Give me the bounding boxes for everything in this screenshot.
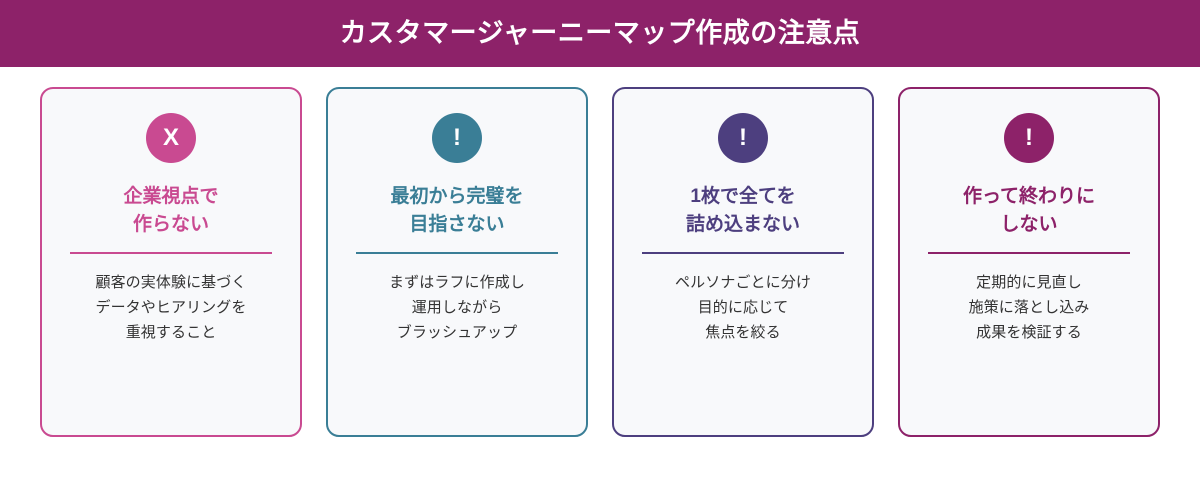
cards-row: X 企業視点で 作らない 顧客の実体験に基づく データやヒアリングを 重視するこ… bbox=[40, 87, 1160, 437]
card-title: 最初から完璧を 目指さない bbox=[390, 186, 524, 235]
exclamation-icon: ! bbox=[718, 113, 768, 163]
card-title: 1枚で全てを 詰め込まない bbox=[685, 186, 800, 235]
card-icon-glyph: ! bbox=[739, 124, 747, 151]
card-body: 定期的に見直し 施策に落とし込み 成果を検証する bbox=[968, 274, 1090, 341]
card-icon-glyph: ! bbox=[453, 124, 461, 151]
card-body: ペルソナごとに分け 目的に応じて 焦点を絞る bbox=[675, 274, 811, 341]
card-body: 顧客の実体験に基づく データやヒアリングを 重視すること bbox=[95, 274, 247, 341]
card-divider bbox=[356, 252, 558, 255]
card-divider bbox=[642, 252, 844, 255]
card-2: ! 最初から完璧を 目指さない まずはラフに作成し 運用しながら ブラッシュアッ… bbox=[326, 87, 588, 437]
card-divider bbox=[928, 252, 1130, 255]
card-3: ! 1枚で全てを 詰め込まない ペルソナごとに分け 目的に応じて 焦点を絞る bbox=[612, 87, 874, 437]
cross-icon: X bbox=[146, 113, 196, 163]
card-icon-glyph: X bbox=[162, 124, 179, 151]
card-divider bbox=[70, 252, 272, 255]
page-title: カスタマージャーニーマップ作成の注意点 bbox=[339, 18, 861, 48]
header-band: カスタマージャーニーマップ作成の注意点 bbox=[0, 0, 1200, 67]
exclamation-icon: ! bbox=[432, 113, 482, 163]
card-title: 企業視点で 作らない bbox=[123, 186, 219, 235]
card-4: ! 作って終わりに しない 定期的に見直し 施策に落とし込み 成果を検証する bbox=[898, 87, 1160, 437]
exclamation-icon: ! bbox=[1004, 113, 1054, 163]
card-title: 作って終わりに しない bbox=[962, 186, 1096, 235]
card-icon-glyph: ! bbox=[1025, 124, 1033, 151]
card-1: X 企業視点で 作らない 顧客の実体験に基づく データやヒアリングを 重視するこ… bbox=[40, 87, 302, 437]
card-body: まずはラフに作成し 運用しながら ブラッシュアップ bbox=[389, 274, 525, 341]
